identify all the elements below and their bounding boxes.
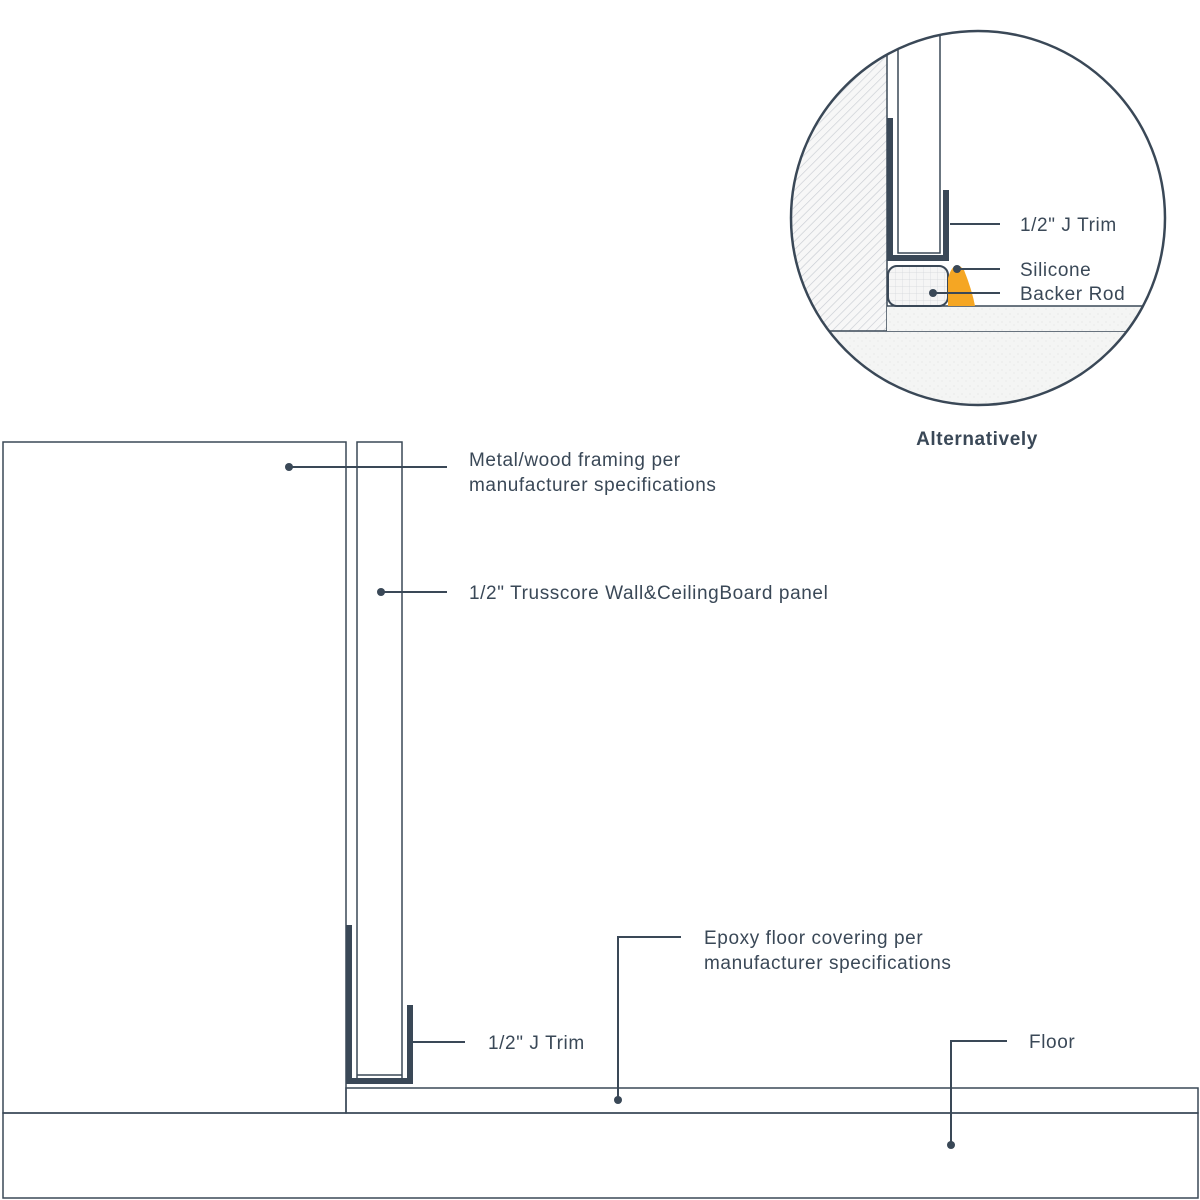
j-trim [346,925,413,1084]
silicone-label: Silicone [1020,260,1091,281]
epoxy-label-line1: Epoxy floor covering per [704,928,923,949]
backer-rod-label: Backer Rod [1020,284,1125,305]
silicone-bead [948,265,975,306]
epoxy-layer [345,1087,1199,1114]
inset-caption: Alternatively [916,429,1038,450]
inset-wall-panel [897,31,941,254]
wall-panel [356,441,403,1081]
framing-label-line2: manufacturer specifications [469,475,716,496]
j-trim-label: 1/2" J Trim [488,1033,585,1054]
inset-j-trim [887,118,949,261]
inset-detail [789,29,1167,407]
floor-leader-dot [947,1141,955,1149]
framing [2,441,347,1114]
floor-leader [950,1040,1007,1145]
panel-label: 1/2" Trusscore Wall&CeilingBoard panel [469,583,828,604]
framing-label-line1: Metal/wood framing per [469,450,681,471]
inset-j-trim-label: 1/2" J Trim [1020,215,1117,236]
epoxy-leader-dot [614,1096,622,1104]
backer-rod [887,265,949,307]
floor-slab [2,1112,1199,1199]
epoxy-label-line2: manufacturer specifications [704,953,951,974]
floor-label: Floor [1029,1032,1075,1053]
epoxy-leader [617,936,681,1100]
